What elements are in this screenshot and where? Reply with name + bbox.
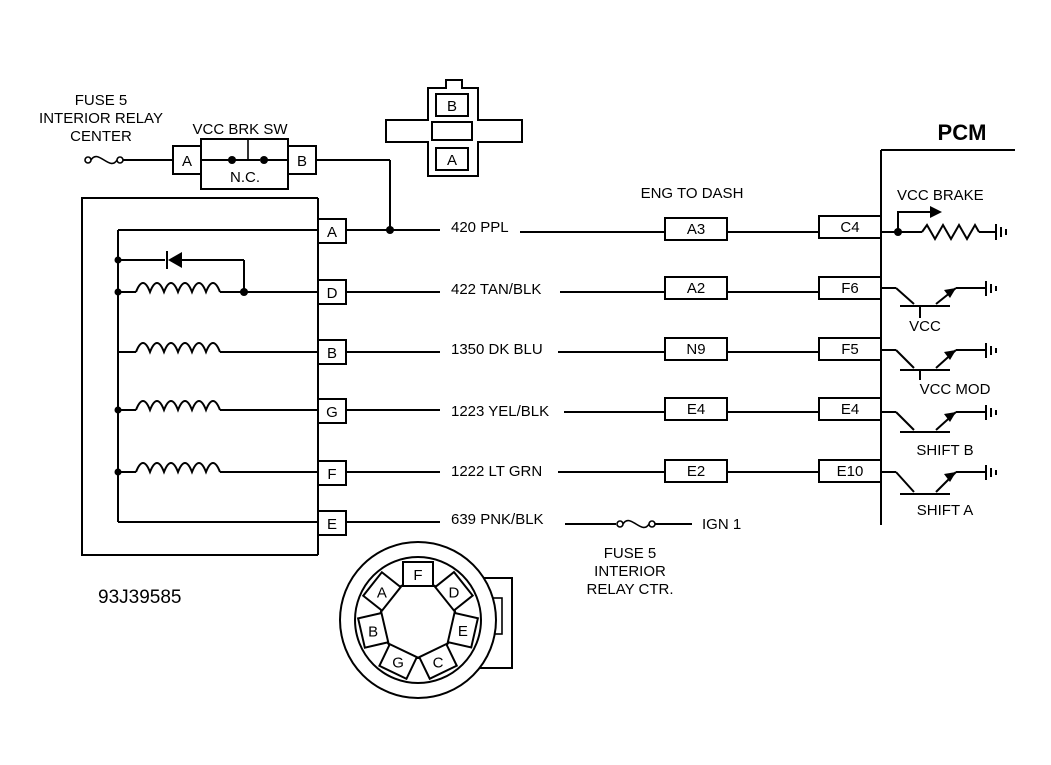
dash-connector: E4 (687, 401, 705, 418)
shift-a-label: SHIFT A (917, 502, 973, 519)
rc-pin-d: D (433, 570, 475, 612)
vcc-label: VCC (909, 318, 941, 335)
vcc-mod-transistor: VCC MOD (881, 343, 997, 398)
wire-label: 422 TAN/BLK (451, 281, 541, 298)
face-pin-a: A (447, 152, 457, 169)
rc-pin-g: G (378, 642, 419, 681)
switch-connector-face: B A (385, 79, 523, 177)
brake-switch: VCC BRK SW A N.C. B (172, 121, 391, 230)
pcm-pin: C4 (840, 219, 859, 236)
fuse-top-line2: INTERIOR RELAY (39, 110, 163, 127)
wire-row-420: 420 PPL A3 C4 (346, 215, 882, 241)
svg-text:G: G (392, 654, 404, 671)
wire-label: 639 PNK/BLK (451, 511, 544, 528)
pcm-pin: E4 (841, 401, 859, 418)
svg-text:A: A (377, 584, 387, 601)
wire-row-639: 639 PNK/BLK IGN 1 (346, 511, 741, 533)
pcm-pin: F5 (841, 341, 859, 358)
solenoid-pin-e: E (327, 516, 337, 533)
dash-connector: A3 (687, 221, 705, 238)
brake-switch-pin-a: A (182, 153, 192, 170)
wire-row-1350: 1350 DK BLU N9 F5 (346, 337, 882, 361)
vcc-brake-label: VCC BRAKE (897, 187, 984, 204)
fuse-bottom-line3: RELAY CTR. (587, 581, 674, 598)
wire-label: 420 PPL (451, 219, 509, 236)
rc-pin-b: B (356, 611, 390, 649)
fuse-bottom-label: FUSE 5 INTERIOR RELAY CTR. (587, 545, 674, 598)
pcm: PCM VCC BRAKE VCC (880, 120, 1015, 525)
round-connector: F D E C G B A (339, 541, 513, 699)
wire-row-1222: 1222 LT GRN E2 E10 (346, 459, 882, 483)
face-pin-b: B (447, 98, 457, 115)
svg-text:C: C (433, 654, 444, 671)
eng-to-dash-label: ENG TO DASH (641, 185, 744, 202)
pcm-pin: F6 (841, 280, 859, 297)
solenoid-pins: A D B G F E (317, 218, 347, 536)
pcm-label: PCM (938, 120, 987, 145)
brake-switch-pin-b: B (297, 153, 307, 170)
rc-pin-c: C (417, 642, 459, 681)
pcm-pin: E10 (837, 463, 864, 480)
svg-text:B: B (368, 623, 378, 640)
solenoid-pin-a: A (327, 224, 337, 241)
brake-switch-nc: N.C. (230, 169, 260, 186)
vcc-transistor: VCC (881, 281, 997, 335)
vcc-mod-label: VCC MOD (920, 381, 991, 398)
solenoid-pin-f: F (327, 466, 336, 483)
shift-a-transistor: SHIFT A (881, 465, 997, 519)
solenoid-pin-d: D (327, 285, 338, 302)
fuse-top-line3: CENTER (70, 128, 132, 145)
svg-text:F: F (413, 567, 422, 584)
rc-pin-f: F (402, 561, 434, 587)
dash-connector: E2 (687, 463, 705, 480)
dash-connector: A2 (687, 280, 705, 297)
rc-pin-a: A (361, 570, 403, 613)
wire-label: 1223 YEL/BLK (451, 403, 549, 420)
brake-switch-label: VCC BRK SW (192, 121, 288, 138)
ign1-label: IGN 1 (702, 516, 741, 533)
fuse-top-label: FUSE 5 INTERIOR RELAY CENTER (39, 92, 163, 145)
fuse-top-line1: FUSE 5 (75, 92, 128, 109)
wire-row-1223: 1223 YEL/BLK E4 E4 (346, 397, 882, 421)
rc-pin-e: E (446, 611, 480, 649)
shift-b-transistor: SHIFT B (881, 405, 997, 459)
solenoid-pin-b: B (327, 345, 337, 362)
wire-label: 1350 DK BLU (451, 341, 543, 358)
solenoid-pin-g: G (326, 404, 338, 421)
fuse-top-symbol (84, 155, 173, 165)
diagram-id-code: 93J39585 (98, 587, 181, 608)
shift-b-label: SHIFT B (916, 442, 973, 459)
svg-text:E: E (458, 623, 468, 640)
wire-label: 1222 LT GRN (451, 463, 542, 480)
fuse-bottom-line2: INTERIOR (594, 563, 666, 580)
dash-connector: N9 (686, 341, 705, 358)
svg-text:D: D (449, 584, 460, 601)
solenoid-assembly (81, 197, 319, 556)
wire-row-422: 422 TAN/BLK A2 F6 (346, 276, 882, 300)
fuse-bottom-line1: FUSE 5 (604, 545, 657, 562)
